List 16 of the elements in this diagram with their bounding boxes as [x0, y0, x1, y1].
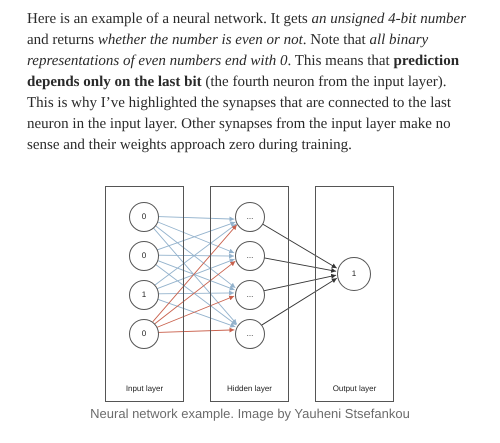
arrow — [263, 274, 337, 292]
arrow — [158, 216, 235, 222]
arrow — [158, 290, 234, 296]
layer-panel — [315, 186, 394, 402]
arrow — [158, 254, 234, 258]
paragraph: Here is an example of a neural network. It gets an unsigned 4-bit number and returns whether the number is even or not. Note that all binary representations of even numbers end with 0. This means that prediction depends only on the last bit (the fourth neuron from the input layer). This is why I’ve highlighted the synapses that are connected to the last neuron in the input layer. Other synapses from the input layer make no sense and their weights approach zero during training. — [27, 10, 468, 155]
layer-label: Output layer — [332, 384, 376, 394]
arrow — [261, 223, 338, 269]
arrow — [263, 257, 337, 273]
arrow — [261, 278, 338, 326]
layer-label: Input layer — [126, 384, 164, 394]
caption: Neural network example. Image by Yauheni Stsefankou — [89, 406, 411, 422]
layer-panel — [210, 186, 289, 402]
arrow — [158, 328, 235, 333]
layer-label: Hidden layer — [227, 384, 272, 394]
layer-panel — [105, 186, 184, 402]
